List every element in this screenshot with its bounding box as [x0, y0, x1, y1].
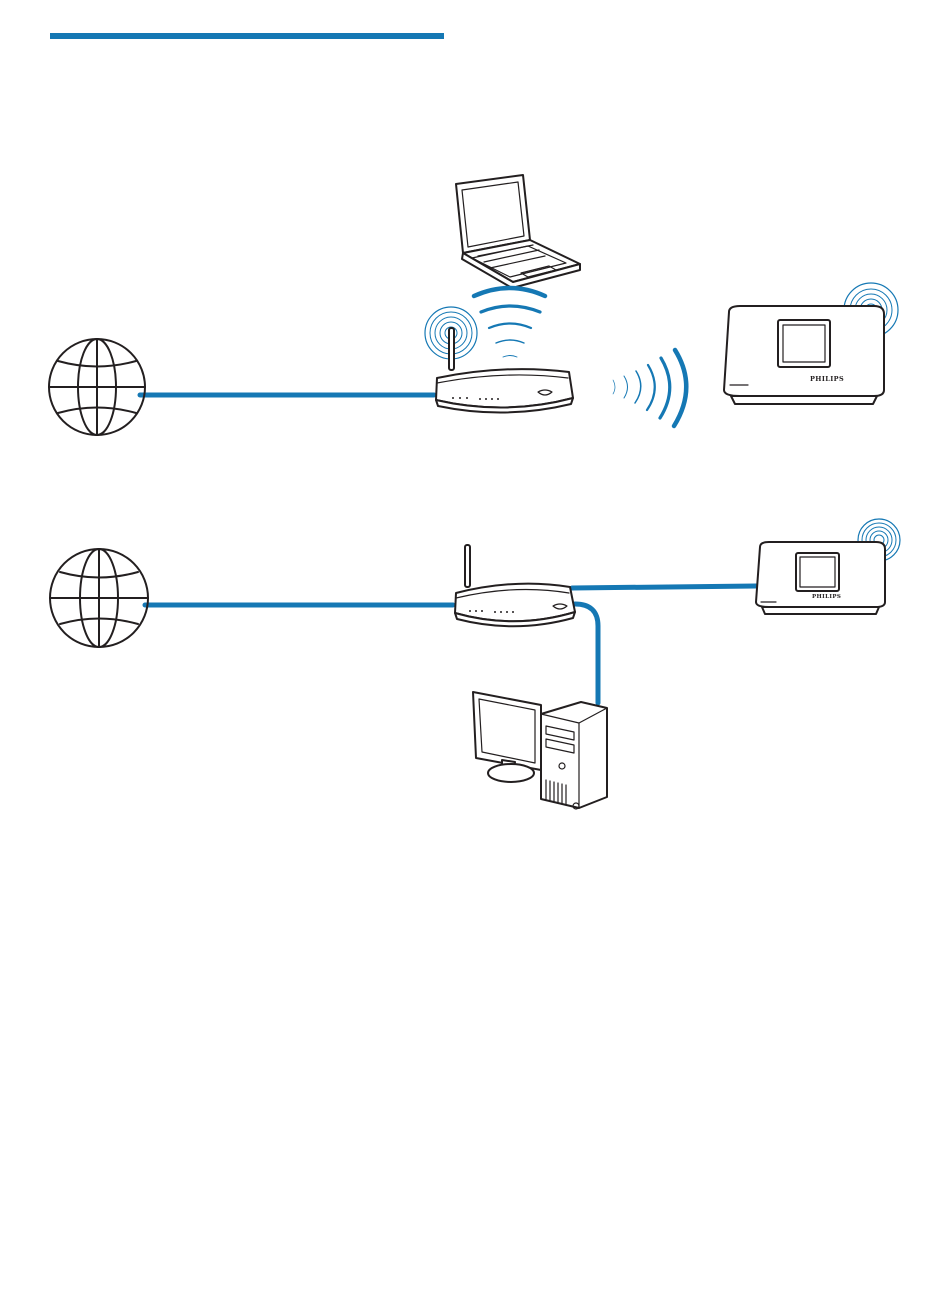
wifi-waves-icon [474, 288, 545, 357]
globe-icon [49, 339, 145, 435]
speaker-icon: PHILIPS [756, 542, 885, 614]
desktop-computer-icon [473, 692, 607, 809]
globe-icon [50, 549, 148, 647]
wireless-setup: PHILIPS [49, 175, 898, 435]
router-icon [455, 545, 575, 626]
wired-setup: PHILIPS [50, 519, 900, 809]
wifi-waves-to-speaker-icon [613, 350, 686, 426]
header-rule [50, 33, 444, 39]
speaker-brand-label: PHILIPS [812, 594, 841, 600]
speaker-icon: PHILIPS [724, 306, 884, 404]
laptop-icon [456, 175, 580, 288]
ethernet-cable-router-pc [575, 604, 598, 703]
ethernet-cable-router-speaker [572, 586, 756, 588]
speaker-brand-label: PHILIPS [810, 375, 844, 383]
